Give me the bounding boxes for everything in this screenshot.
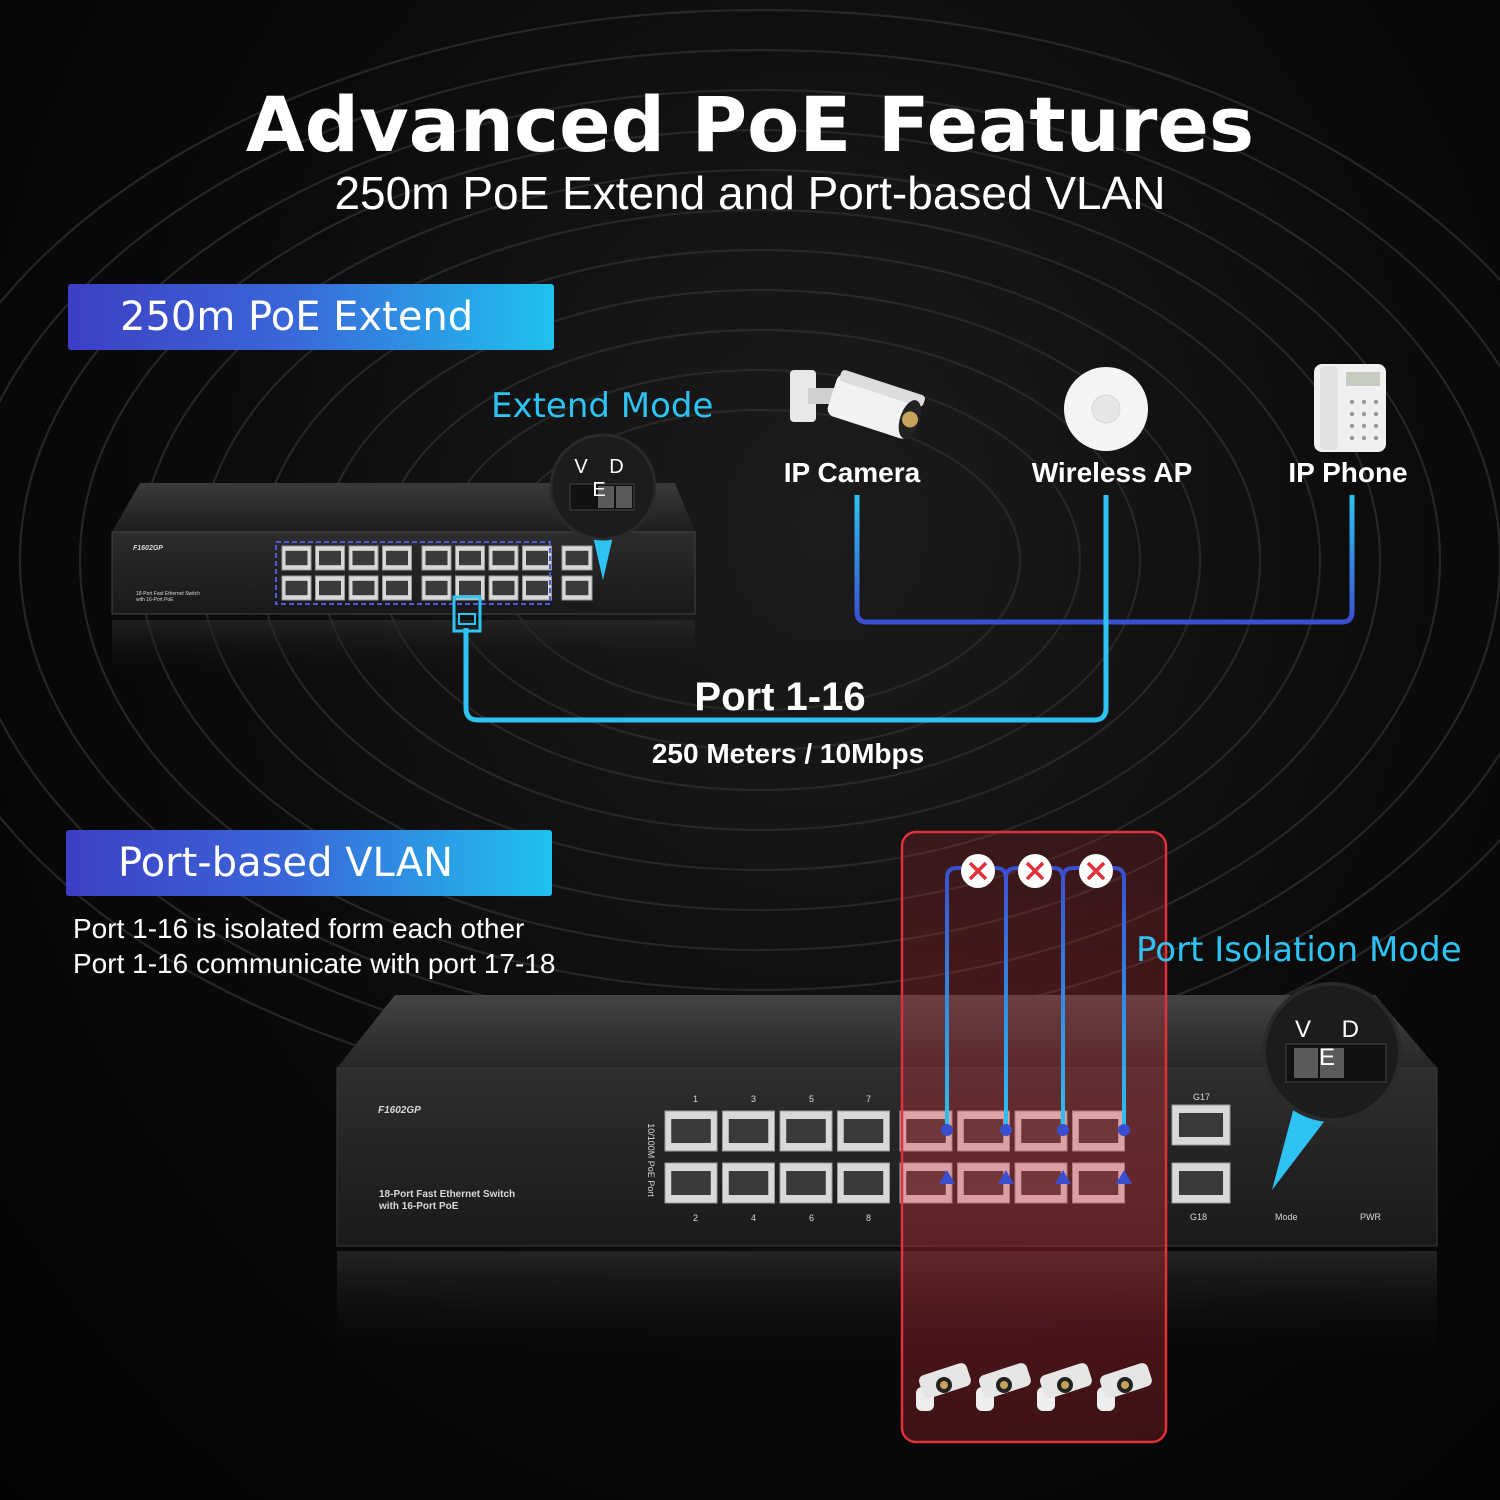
ip-phone-icon: [1314, 364, 1386, 452]
rj45-port-socket: [425, 580, 448, 596]
blocked-x-icons: [961, 854, 1113, 888]
extend-mode-dip-zoom: [549, 433, 657, 580]
rj45-port-socket: [843, 1171, 884, 1195]
port-range-label: Port 1-16: [694, 675, 866, 719]
isolation-mode-label: Port Isolation Mode: [1136, 930, 1462, 970]
wireless-ap-icon: [1064, 367, 1148, 451]
rj45-port-socket: [285, 550, 308, 566]
large-switch-name-2: with 16-Port PoE: [379, 1201, 459, 1212]
rj45-port-socket: [458, 550, 482, 566]
large-switch-side-label: 10/100M PoE Port: [646, 1123, 656, 1197]
rj45-port-socket: [385, 550, 409, 566]
small-switch-name-1: 18-Port Fast Ethernet Switch: [136, 591, 200, 597]
extend-section-banner: 250m PoE Extend: [68, 284, 554, 350]
port-number-5: 5: [809, 1094, 815, 1104]
rj45-port-socket: [525, 580, 549, 596]
rj45-port-socket: [786, 1171, 826, 1195]
rj45-port-socket: [425, 550, 448, 566]
rj45-port-socket: [843, 1119, 884, 1143]
small-switch-name-2: with 16-Port PoE: [136, 597, 174, 603]
rj45-port-socket: [671, 1171, 711, 1195]
rj45-port-socket: [318, 580, 342, 596]
rj45-port-socket: [1178, 1171, 1224, 1195]
vlan-description-line-1: Port 1-16 is isolated form each other: [73, 913, 525, 944]
rj45-port-socket: [285, 580, 308, 596]
isolation-dip-letters: V D E: [1294, 1016, 1371, 1071]
rj45-port-socket: [385, 580, 409, 596]
ip-phone-label: IP Phone: [1288, 457, 1408, 488]
rj45-port-socket: [458, 580, 482, 596]
port-number-2: 2: [693, 1213, 699, 1223]
port-number-8: 8: [866, 1213, 872, 1223]
rj45-port-socket: [492, 550, 515, 566]
rj45-port-socket: [492, 580, 515, 596]
vlan-banner-label: Port-based VLAN: [118, 840, 454, 886]
ip-camera-label: IP Camera: [783, 457, 921, 488]
port-number-3: 3: [751, 1094, 757, 1104]
large-switch-name-1: 18-Port Fast Ethernet Switch: [379, 1189, 516, 1200]
rj45-port-socket: [786, 1119, 826, 1143]
small-switch-model: F1602GP: [133, 545, 163, 552]
wireless-ap-label: Wireless AP: [1031, 457, 1193, 488]
large-switch-model: F1602GP: [378, 1105, 421, 1116]
extend-mode-label: Extend Mode: [491, 386, 714, 426]
page-title: Advanced PoE Features: [245, 80, 1255, 169]
ip-camera-icon: [790, 370, 925, 439]
vlan-description-line-2: Port 1-16 communicate with port 17-18: [73, 948, 556, 979]
rj45-port-socket: [525, 550, 549, 566]
uplink-g18-label: G18: [1190, 1212, 1208, 1222]
distance-speed-label: 250 Meters / 10Mbps: [651, 738, 925, 769]
rj45-port-socket: [671, 1119, 711, 1143]
uplink-g17-label: G17: [1193, 1092, 1211, 1102]
mode-label: Mode: [1275, 1212, 1298, 1222]
port-number-4: 4: [751, 1213, 757, 1223]
extend-dip-letters: V D E: [574, 456, 632, 501]
port-number-6: 6: [809, 1213, 815, 1223]
page-subtitle: 250m PoE Extend and Port-based VLAN: [334, 167, 1166, 219]
rj45-port-socket: [318, 550, 342, 566]
extend-banner-label: 250m PoE Extend: [120, 294, 474, 340]
port-number-1: 1: [693, 1094, 699, 1104]
port-number-7: 7: [866, 1094, 872, 1104]
vlan-section-banner: Port-based VLAN: [66, 830, 552, 896]
rj45-port-socket: [728, 1171, 769, 1195]
camera-icons: [916, 1363, 1152, 1411]
isolation-highlight: [900, 830, 1168, 1444]
rj45-port-socket: [565, 580, 589, 596]
rj45-port-socket: [352, 580, 375, 596]
isolation-mode-dip-zoom: [1262, 982, 1402, 1190]
rj45-port-socket: [728, 1119, 769, 1143]
power-label: PWR: [1360, 1212, 1381, 1222]
rj45-port-socket: [1178, 1113, 1224, 1137]
rj45-port-socket: [352, 550, 375, 566]
